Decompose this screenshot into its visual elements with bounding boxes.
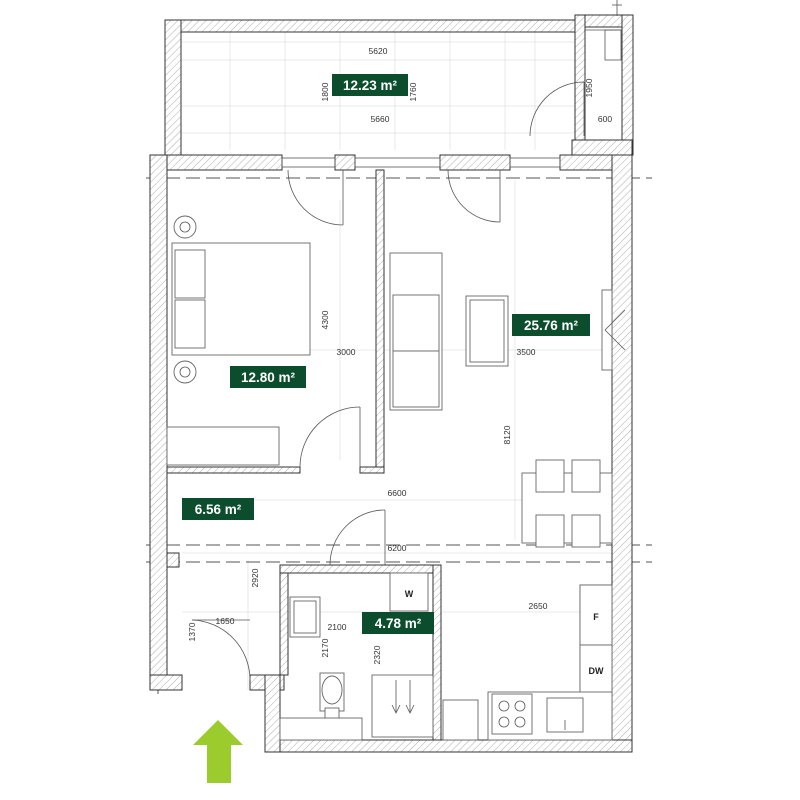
- svg-text:12.80 m²: 12.80 m²: [241, 370, 296, 385]
- dim-3000: 3000: [337, 347, 356, 357]
- dim-8120: 8120: [502, 425, 512, 444]
- dimensions: 5620 5660 1800 1760 1950 600 4300 3000 3…: [187, 46, 612, 664]
- dim-2320: 2320: [372, 645, 382, 664]
- dim-6200: 6200: [388, 543, 407, 553]
- dim-1950: 1950: [584, 78, 594, 97]
- svg-text:12.23 m²: 12.23 m²: [343, 78, 398, 93]
- dim-1370: 1370: [187, 622, 197, 641]
- dim-2100: 2100: [328, 622, 347, 632]
- bedroom-furniture: [166, 215, 311, 466]
- area-badge-hall: 6.56 m²: [182, 498, 254, 520]
- exterior-walls: [149, 154, 633, 753]
- washer-label: W: [405, 589, 414, 599]
- fridge-label: F: [593, 612, 599, 622]
- dim-2170: 2170: [320, 638, 330, 657]
- area-badge-living: 25.76 m²: [512, 314, 590, 336]
- svg-text:25.76 m²: 25.76 m²: [524, 318, 579, 333]
- dim-1760: 1760: [408, 82, 418, 101]
- bathroom-fixtures: W: [279, 572, 479, 741]
- dim-600: 600: [598, 114, 612, 124]
- living-furniture: [389, 252, 626, 548]
- svg-text:4.78 m²: 4.78 m²: [375, 616, 422, 631]
- dim-2650: 2650: [529, 601, 548, 611]
- interior-walls: [166, 169, 442, 741]
- balcony-walls: [164, 0, 634, 157]
- dim-1800: 1800: [320, 82, 330, 101]
- dim-5660: 5660: [371, 114, 390, 124]
- svg-text:6.56 m²: 6.56 m²: [195, 502, 242, 517]
- dim-3500: 3500: [517, 347, 536, 357]
- area-badge-bathroom: 4.78 m²: [362, 612, 434, 634]
- dim-6600: 6600: [388, 488, 407, 498]
- area-badges: 12.23 m² 25.76 m² 12.80 m² 6.56 m² 4.78 …: [182, 74, 590, 634]
- dishwasher-label: DW: [589, 666, 604, 676]
- dim-2920: 2920: [250, 568, 260, 587]
- area-badge-balcony: 12.23 m²: [332, 74, 408, 96]
- kitchen: F DW: [487, 584, 613, 741]
- dim-4300: 4300: [320, 310, 330, 329]
- entrance-arrow-icon: [193, 720, 243, 783]
- doors: [191, 81, 585, 681]
- dim-1650: 1650: [216, 616, 235, 626]
- dim-5620: 5620: [369, 46, 388, 56]
- area-badge-bedroom: 12.80 m²: [230, 366, 306, 388]
